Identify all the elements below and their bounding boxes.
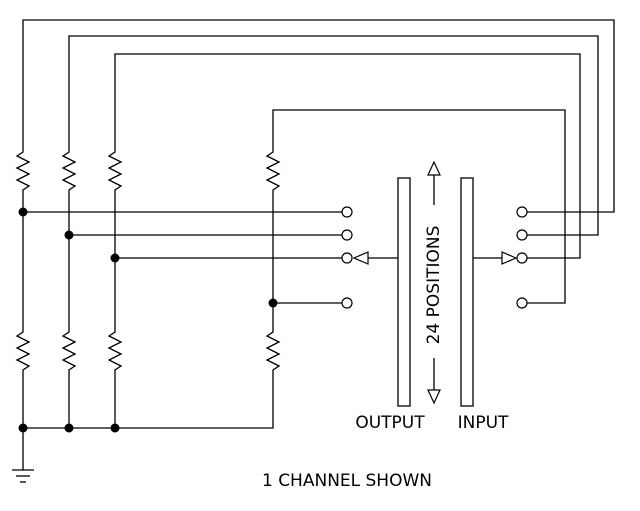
positions-label: 24 POSITIONS [424, 226, 444, 345]
ground-icon [12, 469, 34, 483]
resistor-upper-1 [15, 150, 31, 192]
junction-dot [110, 423, 120, 433]
resistor-upper-4 [265, 150, 281, 192]
ground-column-4 [23, 372, 274, 429]
loop-wire-3 [114, 53, 581, 259]
input-label: INPUT [458, 413, 509, 433]
loop-wire-1 [22, 19, 615, 213]
resistor-upper-3 [107, 150, 123, 192]
output-terminal [341, 252, 353, 264]
junction-dot [18, 423, 28, 433]
output-wiper-arrow-icon [352, 251, 369, 265]
input-terminal [516, 297, 528, 309]
junction-dot [18, 207, 28, 217]
up-arrow-icon [427, 160, 441, 176]
resistor-lower-1 [15, 330, 31, 372]
output-terminal [341, 229, 353, 241]
input-switch-bar [460, 177, 474, 407]
input-terminal [516, 252, 528, 264]
junction-dot [64, 230, 74, 240]
resistor-upper-2 [61, 150, 77, 192]
output-terminal [341, 297, 353, 309]
input-wiper-arrow-icon [501, 251, 518, 265]
resistor-lower-4 [265, 330, 281, 372]
loop-wire-2 [68, 35, 599, 236]
output-label: OUTPUT [355, 413, 425, 433]
junction-dot [268, 298, 278, 308]
caption-label: 1 CHANNEL SHOWN [262, 471, 432, 491]
output-switch-bar [397, 177, 411, 407]
input-terminal [516, 206, 528, 218]
down-arrow-icon [427, 389, 441, 405]
input-terminal [516, 229, 528, 241]
resistor-lower-2 [61, 330, 77, 372]
junction-dot [64, 423, 74, 433]
junction-dot [110, 253, 120, 263]
output-terminal [341, 206, 353, 218]
loop-wire-4 [272, 109, 566, 304]
resistor-lower-3 [107, 330, 123, 372]
